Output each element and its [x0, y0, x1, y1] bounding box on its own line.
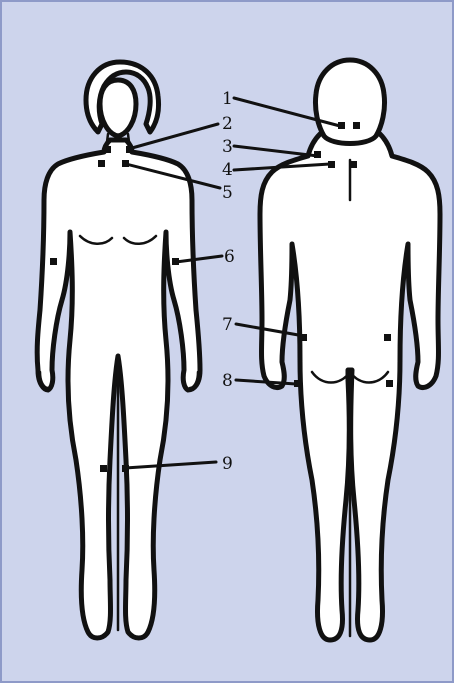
label-3: 3: [222, 137, 233, 157]
tender-point-cervical-right: [126, 146, 133, 153]
tender-point-occiput-left: [338, 122, 345, 129]
label-9: 9: [222, 454, 233, 474]
tender-point-elbow-left: [50, 258, 57, 265]
tender-point-trapezius-left: [314, 151, 321, 158]
tender-point-supraspinatus-right: [350, 161, 357, 168]
tender-point-trochanter-right: [386, 380, 393, 387]
label-7: 7: [222, 315, 233, 335]
tender-point-trochanter-left: [294, 380, 301, 387]
tender-point-cervical-left: [104, 146, 111, 153]
leader-2: [132, 124, 218, 148]
label-6: 6: [224, 247, 235, 267]
tender-point-elbow-right: [172, 258, 179, 265]
label-1: 1: [222, 89, 233, 109]
leader-3: [234, 146, 318, 156]
tender-point-knee-right: [122, 465, 129, 472]
back-figure: [260, 60, 440, 640]
leader-8: [236, 380, 296, 384]
label-5: 5: [222, 183, 233, 203]
tender-point-knee-left: [100, 465, 107, 472]
label-4: 4: [222, 160, 233, 180]
tender-point-occiput-right: [353, 122, 360, 129]
tender-point-gluteal-left: [300, 334, 307, 341]
front-face: [100, 80, 136, 136]
tender-point-supraspinatus-left: [328, 161, 335, 168]
back-head: [315, 60, 384, 144]
tender-point-second-rib-right: [122, 160, 129, 167]
tender-point-gluteal-right: [384, 334, 391, 341]
label-2: 2: [222, 114, 233, 134]
label-8: 8: [222, 371, 233, 391]
tender-point-second-rib-left: [98, 160, 105, 167]
front-figure: [37, 62, 200, 638]
